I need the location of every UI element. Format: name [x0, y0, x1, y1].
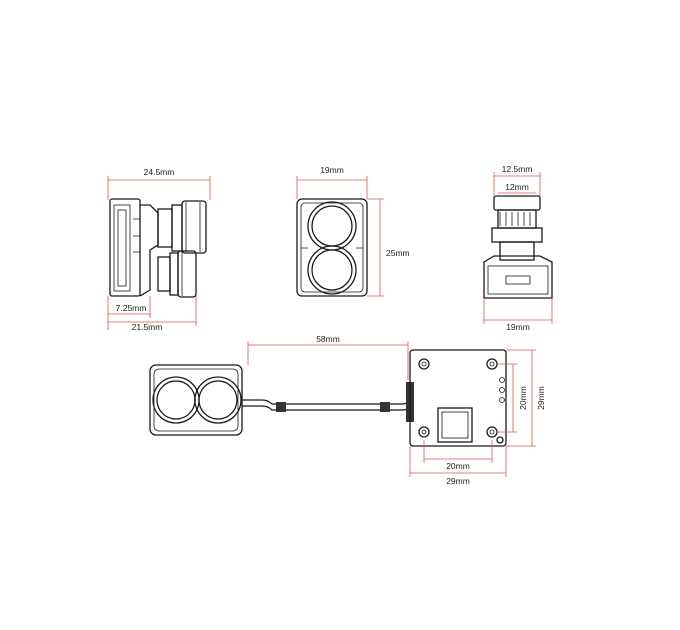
dim-hole-spacing-h: 20mm	[446, 461, 470, 471]
dim-body-length: 21.5mm	[132, 322, 163, 332]
dim-lens-outer: 12.5mm	[502, 164, 533, 174]
dim-board-height: 29mm	[536, 386, 546, 410]
dim-front-width: 19mm	[320, 165, 344, 175]
side-view: 24.5mm 7.25mm 21.5mm	[107, 167, 211, 332]
front-view: 19mm 25mm	[296, 165, 410, 297]
dim-cable-length: 58mm	[316, 334, 340, 344]
dim-lens-depth: 7.25mm	[116, 303, 147, 313]
dim-body-width: 19mm	[506, 322, 530, 332]
dim-board-width: 29mm	[446, 476, 470, 486]
dim-overall-length: 24.5mm	[144, 167, 175, 177]
dim-lens-inner: 12mm	[505, 182, 529, 192]
top-view: 12.5mm 12mm 19mm	[483, 164, 553, 332]
assembly-view: 58mm 20mm 29mm 20mm 29mm	[149, 334, 546, 486]
dim-hole-spacing-v: 20mm	[518, 386, 528, 410]
dim-front-height: 25mm	[386, 248, 410, 258]
